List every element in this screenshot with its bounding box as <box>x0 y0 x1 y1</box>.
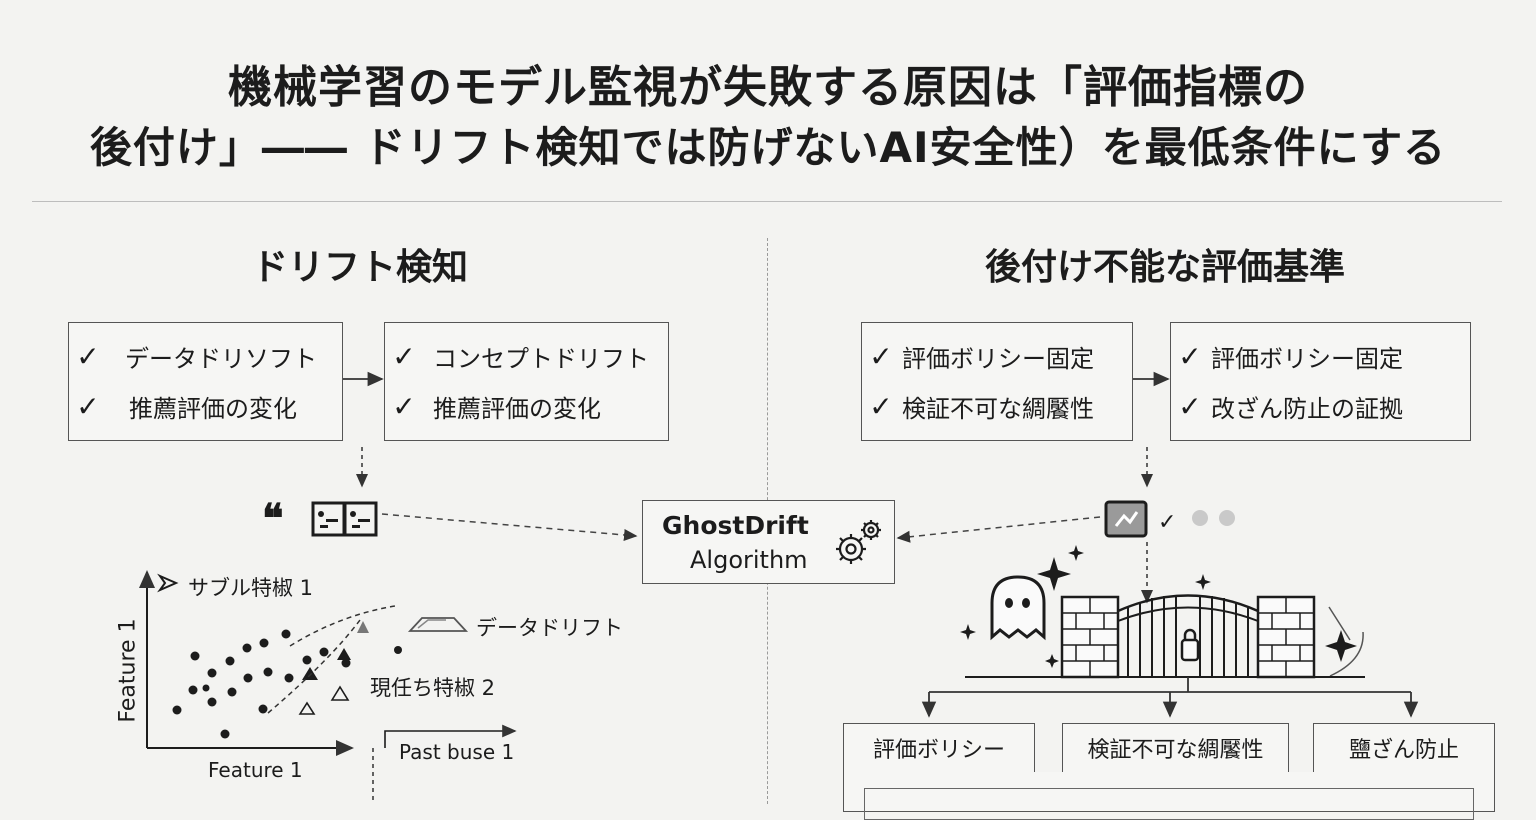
list-item: ✓推薦評価の変化 <box>69 389 342 424</box>
arrow-to-ghostdrift-right <box>896 516 1101 543</box>
list-item: ✓推薦評価の変化 <box>385 389 668 424</box>
sparkle-icons <box>960 545 1357 668</box>
gear-icon <box>836 520 881 564</box>
list-item: ✓コンセプトドリフト <box>385 339 668 374</box>
drift-markers <box>302 621 369 680</box>
arrow-to-ghostdrift <box>381 513 638 541</box>
check-icon: ✓ <box>392 390 416 423</box>
status-dot-icon <box>1192 510 1208 526</box>
ghostdrift-algorithm-box: GhostDrift Algorithm <box>642 500 895 584</box>
list-item: ✓改ざん防止の証拠 <box>1171 389 1470 424</box>
right-heading: 後付け不能な評価基準 <box>984 247 1345 288</box>
decorative-lines <box>1328 606 1364 677</box>
check-icon: ✓ <box>869 390 893 423</box>
bottom-box-unverifiable: 検証不可な綢饜性 <box>1062 723 1289 773</box>
quote-icon: ❝ <box>262 495 284 542</box>
check-icon: ✓ <box>1178 340 1202 373</box>
drift-arrow-icon <box>407 617 469 632</box>
title-line-2: 後付け」―― ドリフト検知では防げないAI安全性）を最低条件にする <box>89 123 1447 172</box>
scatter-plot <box>139 570 517 804</box>
bottom-box-tamper-prevention: 鹽ざん防止 <box>1313 723 1495 773</box>
drift-path <box>267 619 361 714</box>
check-icon: ✓ <box>76 390 100 423</box>
label-past-base: Past buse 1 <box>399 740 515 764</box>
list-item: ✓評価ボリシー固定 <box>862 339 1132 374</box>
check-icon: ✓ <box>392 340 416 373</box>
past-base-arrow <box>384 724 517 748</box>
list-item: ✓検証不可な綢饜性 <box>862 389 1132 424</box>
criteria-box-2: ✓評価ボリシー固定 ✓改ざん防止の証拠 <box>1170 322 1471 441</box>
title-line-1: 機械学習のモデル監視が失敗する原因は「評価指標の <box>228 62 1308 113</box>
ghost-icon <box>990 575 1046 641</box>
status-dot-icon <box>1219 510 1235 526</box>
ghostdrift-name: GhostDrift <box>662 511 809 540</box>
plot-xlabel: Feature 1 <box>208 758 303 782</box>
list-item: ✓データドリソフト <box>69 339 342 374</box>
comparison-icon <box>311 501 378 537</box>
drift-types-box-2: ✓コンセプトドリフト ✓推薦評価の変化 <box>384 322 669 441</box>
branch-arrows <box>921 677 1419 718</box>
label-current-feature: 現任ち特椒 2 <box>370 676 496 700</box>
list-item: ✓評価ボリシー固定 <box>1171 339 1470 374</box>
send-icon <box>157 573 179 593</box>
check-icon: ✓ <box>76 340 100 373</box>
left-heading: ドリフト検知 <box>251 247 468 288</box>
check-icon: ✓ <box>869 340 893 373</box>
title-divider <box>32 201 1502 202</box>
check-icon: ✓ <box>1158 510 1176 535</box>
label-subtle-feature: サブル特椒 1 <box>188 576 314 600</box>
ghostdrift-sub: Algorithm <box>690 546 808 574</box>
data-points <box>172 629 402 739</box>
criteria-box-1: ✓評価ボリシー固定 ✓検証不可な綢饜性 <box>861 322 1133 441</box>
gate-icon <box>965 594 1365 679</box>
drift-path <box>289 605 396 647</box>
signal-icon <box>1104 500 1148 538</box>
label-data-drift: データドリフト <box>476 616 623 640</box>
drift-types-box-1: ✓データドリソフト ✓推薦評価の変化 <box>68 322 343 441</box>
check-icon: ✓ <box>1178 390 1202 423</box>
bottom-box-policy: 評価ボリシー <box>843 723 1035 773</box>
current-markers <box>298 685 350 715</box>
